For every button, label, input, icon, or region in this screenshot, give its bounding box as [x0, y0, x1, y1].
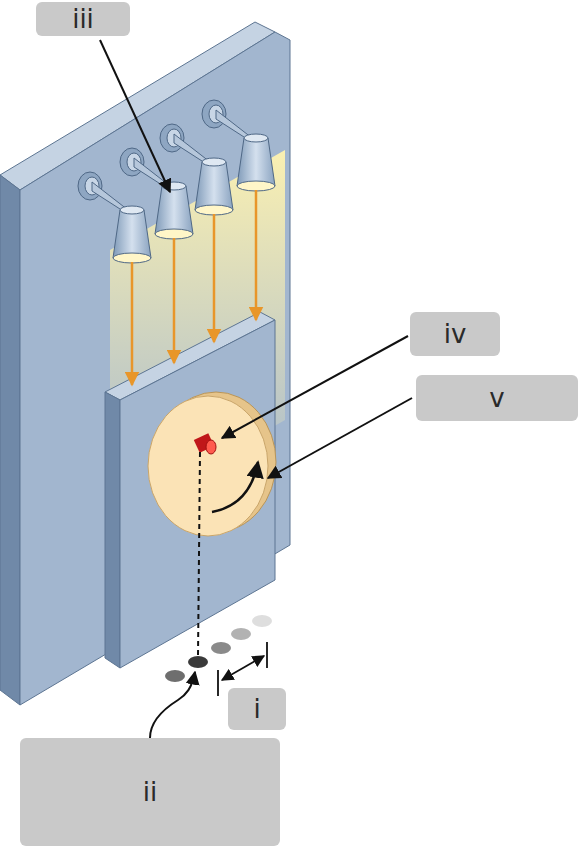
- callout-number: iii: [36, 2, 130, 36]
- light-rays: [132, 190, 256, 385]
- lamps: [78, 100, 275, 263]
- rotating-disk: [148, 392, 276, 536]
- light-sensor: [194, 433, 216, 454]
- callout-number: ii: [20, 738, 280, 846]
- dashed-trace: [198, 452, 200, 656]
- detector-panel: [105, 312, 275, 668]
- back-panel: [0, 22, 290, 705]
- leader-lines: [100, 40, 412, 738]
- callout-number: i: [228, 688, 286, 730]
- callout-number: v: [416, 375, 578, 421]
- callout-number: iv: [410, 312, 500, 356]
